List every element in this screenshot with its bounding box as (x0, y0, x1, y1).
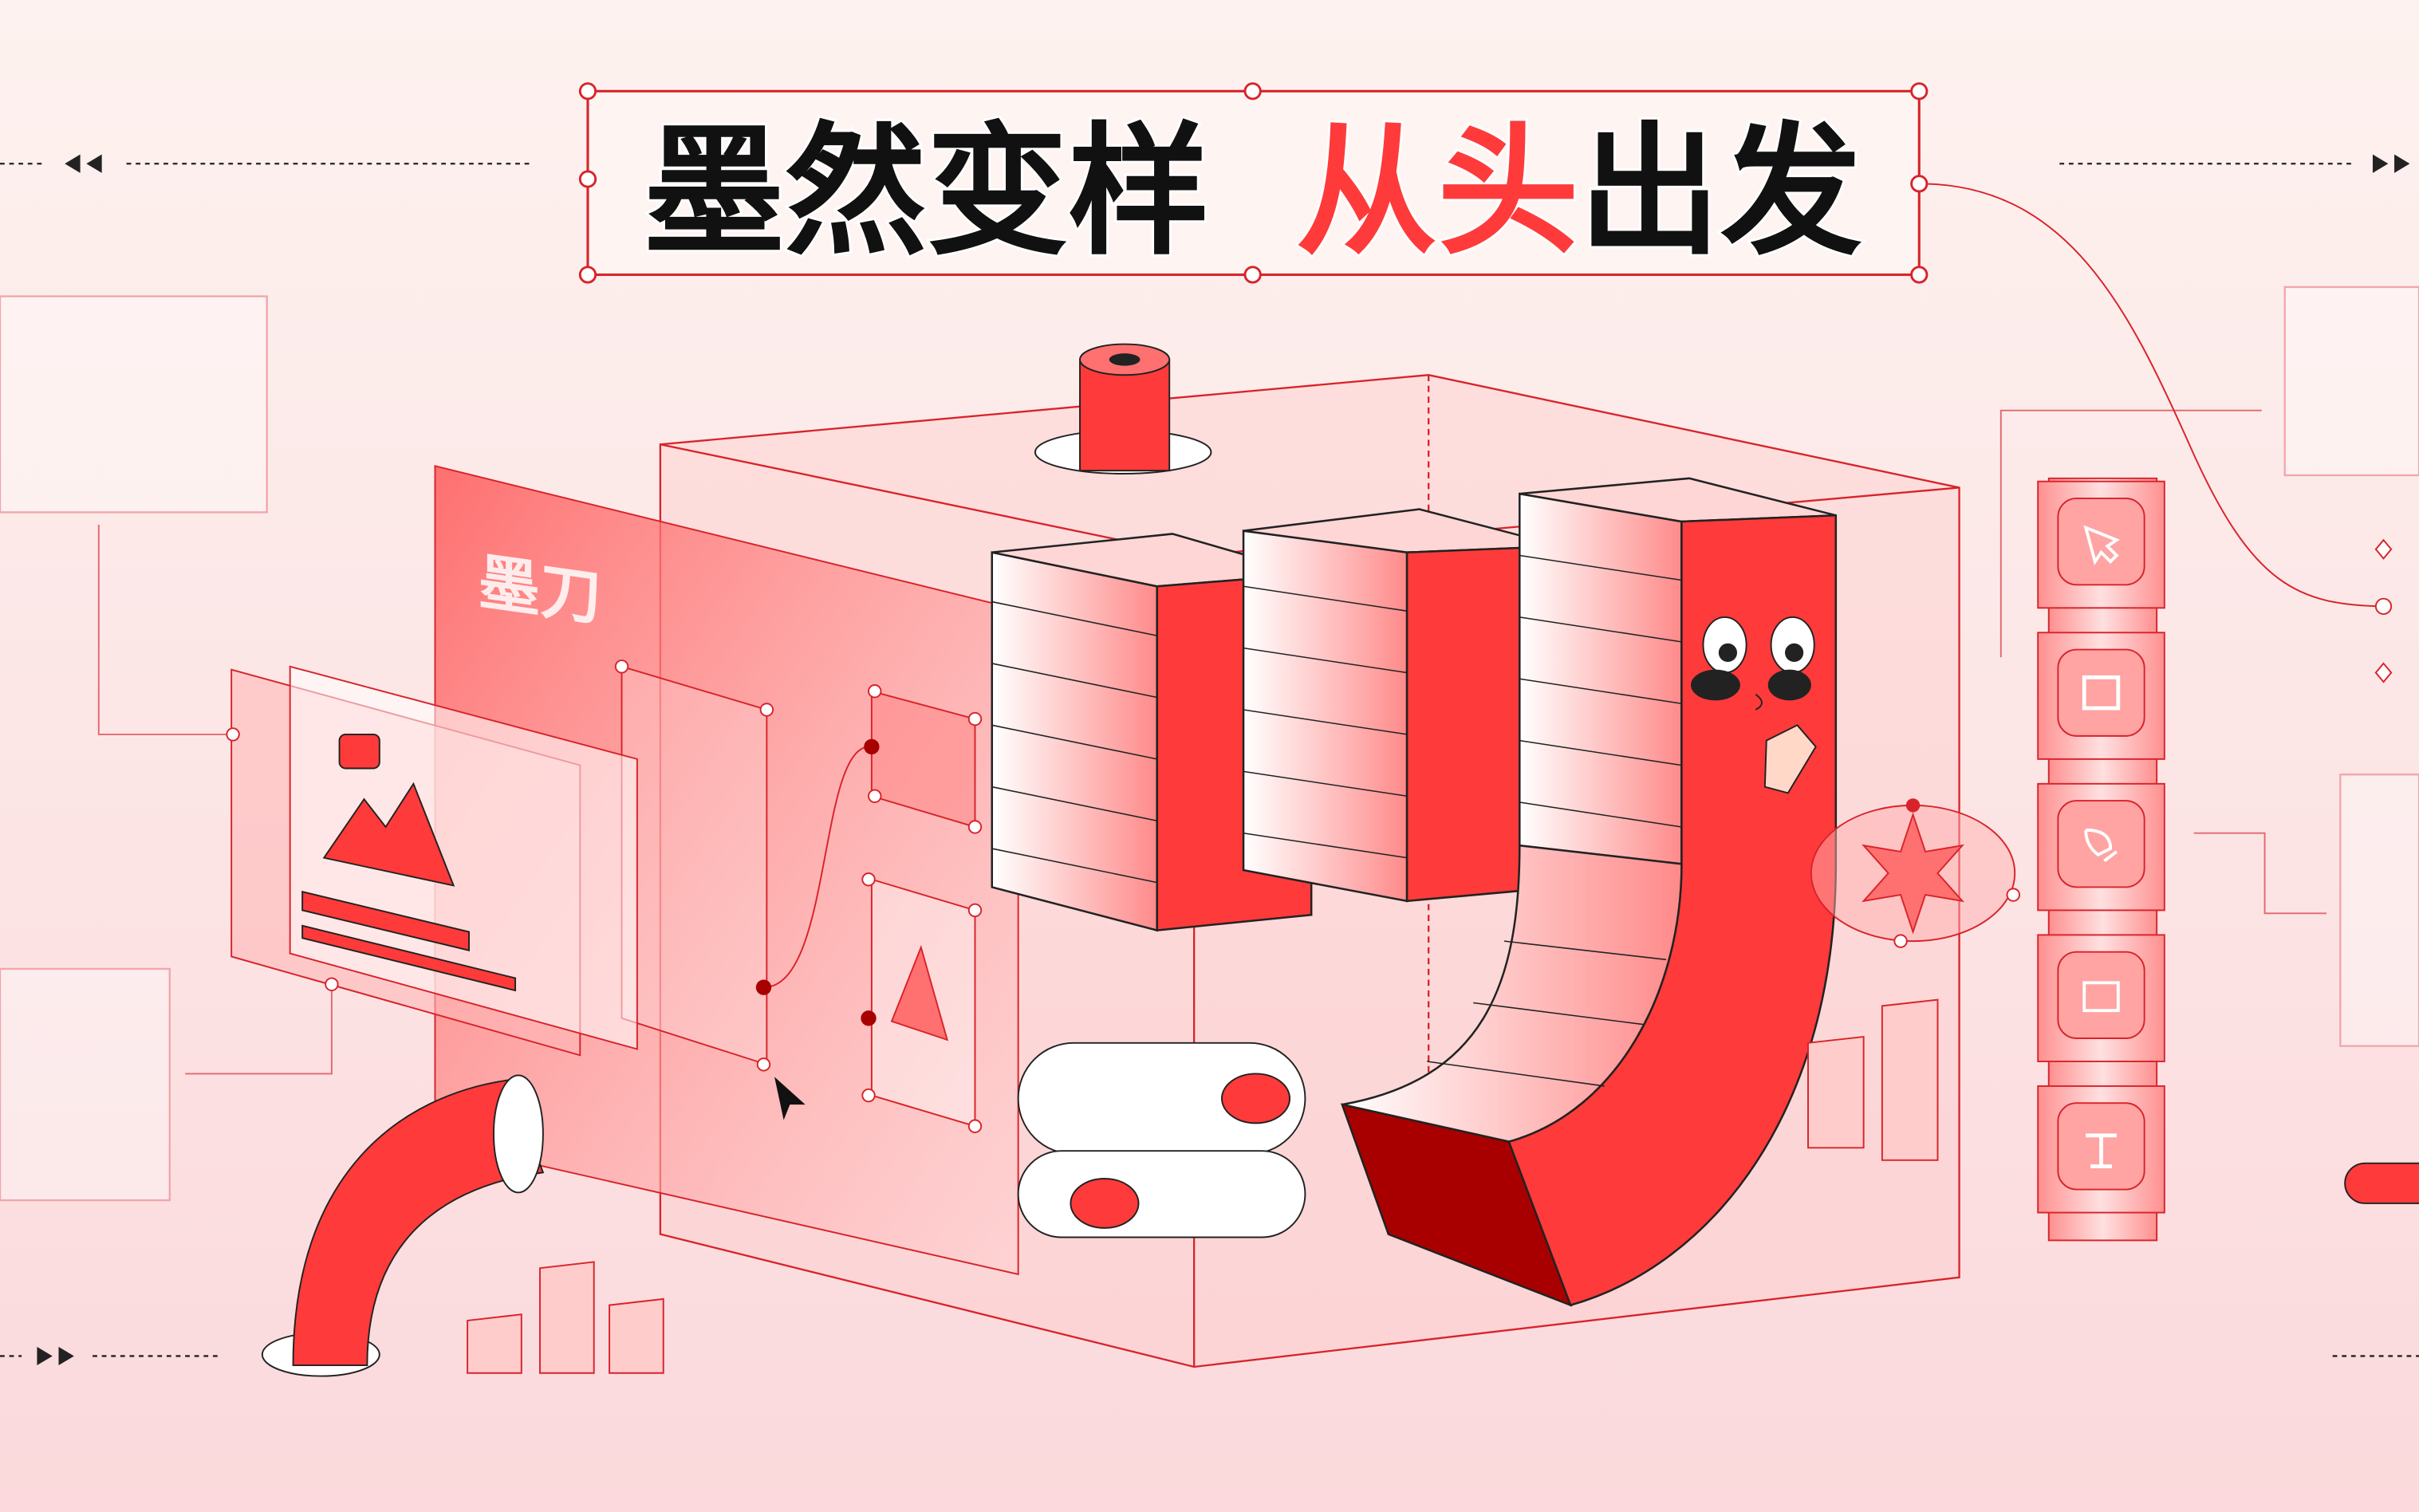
tool-frame-button[interactable] (2037, 934, 2165, 1062)
design-panel: 墨刀 (434, 465, 1019, 1276)
title-part3: 出发 (1579, 109, 1862, 274)
arrowhead-icons (37, 154, 2410, 1366)
text-icon (2086, 1133, 2117, 1168)
star-target (1810, 798, 2020, 948)
mascot-face (1691, 616, 1817, 794)
title-part1: 墨然变样 (644, 109, 1210, 274)
thumbs-up-hand (1763, 724, 1817, 794)
side-sketch-cards (0, 285, 2419, 1202)
tool-text-button[interactable] (2037, 1085, 2165, 1214)
dotted-guides (0, 163, 2419, 1357)
mouse-cursor-icon (774, 1077, 806, 1120)
cylinder-top (1034, 343, 1212, 474)
tool-palette (2037, 477, 2165, 1242)
tool-rectangle-button[interactable] (2037, 632, 2165, 760)
image-card (226, 665, 638, 1057)
curved-pipe (261, 1074, 545, 1377)
frame-icon (2082, 981, 2120, 1013)
rectangle-icon (2082, 675, 2121, 711)
connector-lines (97, 183, 2384, 1075)
tool-pen-button[interactable] (2037, 782, 2165, 912)
logo-text: 墨刀 (479, 546, 602, 635)
title-text: 墨然变样 从头出发 (644, 109, 1862, 274)
title-frame: 墨然变样 从头出发 (578, 82, 1929, 284)
tool-cursor-button[interactable] (2037, 480, 2165, 609)
slab-stripes (991, 554, 1682, 1087)
capsules (1017, 1041, 1306, 1238)
small-boxes (467, 998, 1939, 1374)
letter-m-blocks (991, 477, 1838, 1307)
right-edge-shapes (2344, 538, 2419, 1204)
pen-icon (2084, 828, 2118, 863)
cursor-icon (2083, 525, 2121, 565)
title-part2-red: 从头 (1296, 109, 1579, 274)
